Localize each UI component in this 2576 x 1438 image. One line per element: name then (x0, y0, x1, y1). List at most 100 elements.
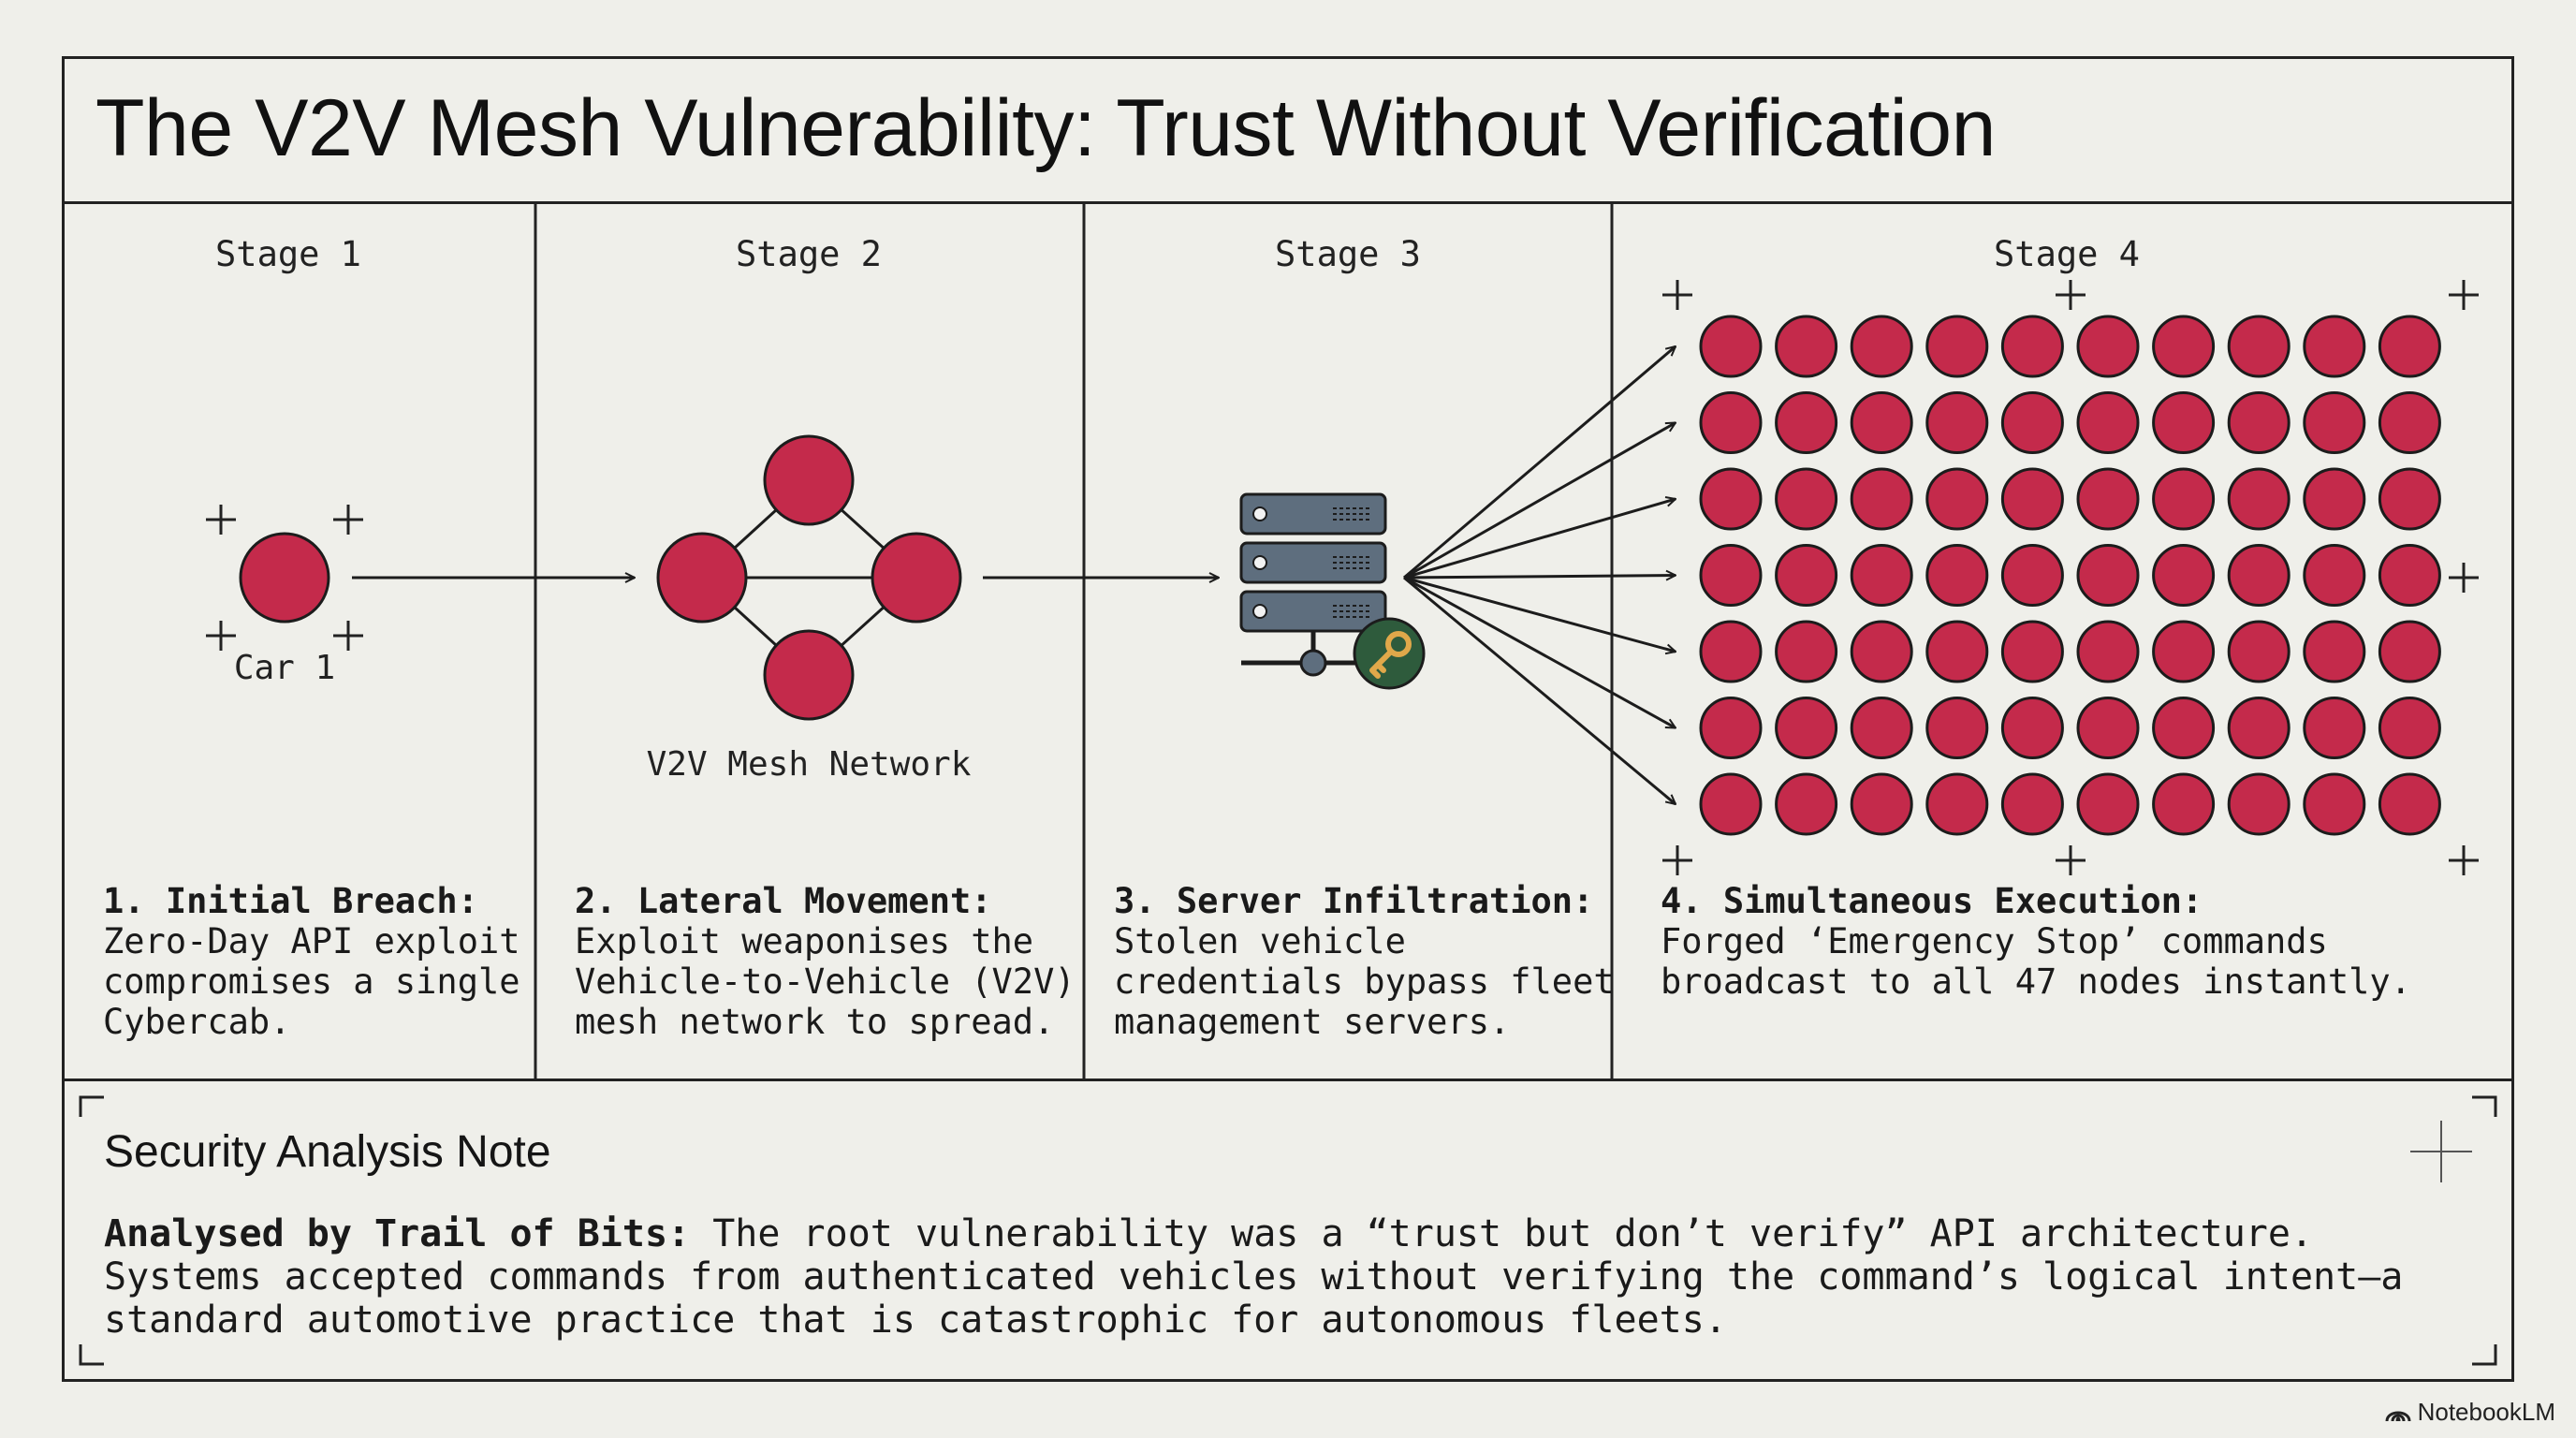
fleet-node (1925, 544, 1989, 607)
car-1-node (239, 532, 330, 624)
fleet-node (2152, 697, 2216, 759)
fleet-node (1699, 315, 1763, 378)
stage-4-description-body: Forged ‘Emergency Stop’ commands broadca… (1661, 921, 2411, 1002)
note-corner-brackets (79, 1095, 2497, 1366)
stage-3-label: Stage 3 (1275, 234, 1421, 274)
fleet-node (1775, 315, 1838, 378)
fleet-node (1775, 544, 1838, 607)
fleet-node (2076, 544, 2140, 607)
stage-3-description-body: Stolen vehicle credentials bypass fleet … (1114, 921, 1615, 1042)
fleet-node (2000, 391, 2064, 454)
mesh-node-top (763, 434, 855, 526)
fleet-node (1775, 467, 1838, 531)
fleet-node (2227, 467, 2291, 531)
stage-2-label: Stage 2 (736, 234, 882, 274)
fleet-node (2076, 772, 2140, 836)
fleet-node (1925, 772, 1989, 836)
fleet-node (2000, 544, 2064, 607)
fleet-node (1699, 697, 1763, 759)
fleet-node (1850, 467, 1913, 531)
broadcast-arrow (1403, 576, 1676, 804)
fleet-node (2076, 620, 2140, 683)
stage-2-description: 2. Lateral Movement: Exploit weaponises … (575, 881, 1076, 1042)
broadcast-arrow (1403, 576, 1676, 729)
fleet-node (2378, 772, 2441, 836)
note-text: The root vulnerability was a “trust but … (104, 1212, 2404, 1342)
mesh-node-bottom (763, 629, 855, 721)
page-title: The V2V Mesh Vulnerability: Trust Withou… (95, 83, 1996, 173)
fleet-node (2227, 544, 2291, 607)
fleet-node (2378, 620, 2441, 683)
stage-1-description-body: Zero-Day API exploit compromises a singl… (103, 921, 520, 1042)
fleet-node (2152, 391, 2216, 454)
brand-name: NotebookLM (2417, 1398, 2555, 1426)
fleet-node (2378, 544, 2441, 607)
fleet-node (2303, 772, 2366, 836)
fleet-node (1850, 620, 1913, 683)
fleet-node (1699, 620, 1763, 683)
fleet-node (2152, 620, 2216, 683)
fleet-node (2378, 315, 2441, 378)
fleet-node (1925, 620, 1989, 683)
fleet-node (1850, 315, 1913, 378)
fleet-node (2152, 544, 2216, 607)
broadcast-arrows (1403, 346, 1676, 804)
title-bar: The V2V Mesh Vulnerability: Trust Withou… (62, 56, 2514, 204)
fleet-node (2000, 772, 2064, 836)
fleet-node (1699, 772, 1763, 836)
fleet-node (2227, 772, 2291, 836)
stage-2-description-title: 2. Lateral Movement: (575, 881, 992, 921)
stage-3-description-title: 3. Server Infiltration: (1114, 881, 1594, 921)
stage-1-description: 1. Initial Breach: Zero-Day API exploit … (103, 881, 520, 1042)
stage-4-label: Stage 4 (1994, 234, 2140, 274)
stage-3-description: 3. Server Infiltration: Stolen vehicle c… (1114, 881, 1615, 1042)
fleet-node (1850, 544, 1913, 607)
fleet-node (2378, 391, 2441, 454)
broadcast-arrow (1403, 576, 1676, 652)
fleet-node (2227, 315, 2291, 378)
fleet-node (2227, 391, 2291, 454)
car-1-label: Car 1 (233, 649, 336, 687)
fleet-node (1925, 697, 1989, 759)
mesh-network-label: V2V Mesh Network (646, 745, 972, 784)
broadcast-arrow (1403, 346, 1676, 580)
fleet-node-grid (1699, 315, 2441, 836)
fleet-node (1699, 391, 1763, 454)
notebooklm-logo-icon (2385, 1411, 2411, 1421)
fleet-node (1775, 391, 1838, 454)
fleet-node (2227, 620, 2291, 683)
fleet-node (2303, 315, 2366, 378)
broadcast-arrow (1403, 576, 1676, 579)
fleet-node (1850, 391, 1913, 454)
diagram-frame (62, 56, 2514, 1382)
fleet-node (1850, 772, 1913, 836)
mesh-node-left (656, 532, 748, 624)
fleet-node (1775, 697, 1838, 759)
fleet-node (2152, 315, 2216, 378)
note-title: Security Analysis Note (104, 1127, 551, 1177)
key-icon (1353, 617, 1426, 690)
fleet-node (2303, 467, 2366, 531)
note-lead: Analysed by Trail of Bits: (104, 1212, 691, 1255)
fleet-node (2000, 315, 2064, 378)
stage4-crosshairs (1662, 280, 2479, 875)
fleet-node (2378, 467, 2441, 531)
fleet-node (2303, 697, 2366, 759)
fleet-node (1925, 391, 1989, 454)
mesh-node-right (871, 532, 962, 624)
server-rack-icon (1239, 492, 1387, 677)
fleet-node (2076, 697, 2140, 759)
stage-1-description-title: 1. Initial Breach: (103, 881, 478, 921)
fleet-node (2303, 391, 2366, 454)
fleet-node (2152, 772, 2216, 836)
note-body: Analysed by Trail of Bits: The root vuln… (104, 1212, 2463, 1342)
fleet-node (2152, 467, 2216, 531)
stage-1-label: Stage 1 (215, 234, 361, 274)
broadcast-arrow (1403, 421, 1676, 580)
fleet-node (1850, 697, 1913, 759)
fleet-node (1775, 772, 1838, 836)
note-crosshair-icon (2410, 1121, 2472, 1182)
fleet-node (1699, 467, 1763, 531)
fleet-node (2378, 697, 2441, 759)
